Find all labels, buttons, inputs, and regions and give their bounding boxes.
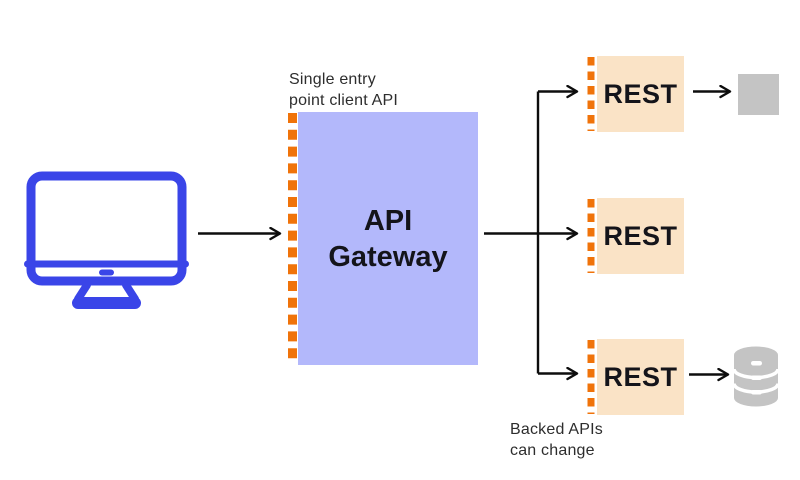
database-icon <box>732 346 780 407</box>
generic-service-box <box>738 74 779 115</box>
rest-label: REST <box>603 361 678 392</box>
rest-service-box-bottom: REST <box>597 339 684 415</box>
database-body <box>734 355 778 407</box>
rest-service-box-top: REST <box>597 56 684 132</box>
database-dash <box>751 375 762 380</box>
rest-label: REST <box>603 78 678 109</box>
rest-label: REST <box>603 220 678 251</box>
api-gateway-box: API Gateway <box>298 112 478 365</box>
monitor-stand-right <box>122 281 139 303</box>
rest-service-box-middle: REST <box>597 198 684 274</box>
monitor-base <box>72 297 141 309</box>
database-dash <box>751 390 762 395</box>
api-gateway-label: API Gateway <box>328 204 448 273</box>
monitor-frame <box>26 171 187 286</box>
database-dash <box>751 361 762 366</box>
monitor-dot <box>99 269 114 276</box>
gateway-annotation: Single entry point client API <box>289 71 399 109</box>
backend-annotation: Backed APIs can change <box>510 421 603 459</box>
desktop-computer-icon <box>24 171 189 309</box>
monitor-stand-left <box>74 281 91 303</box>
